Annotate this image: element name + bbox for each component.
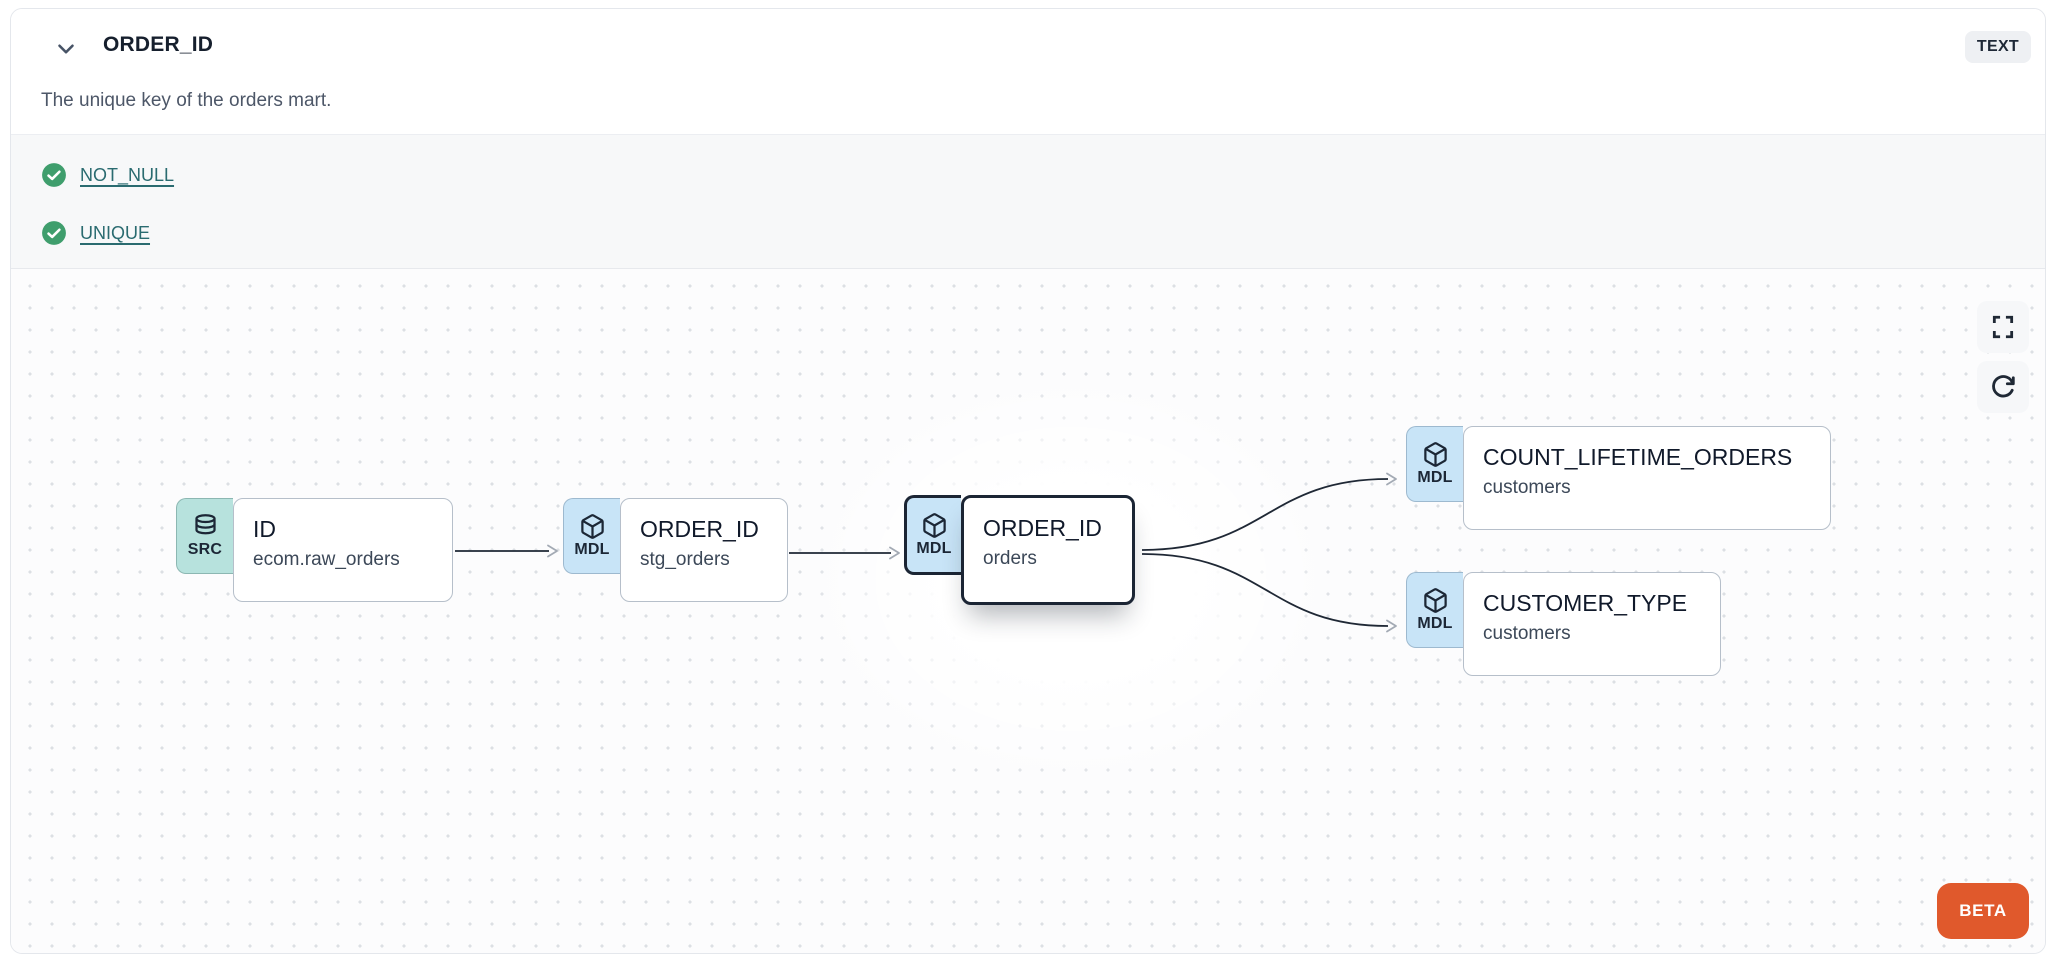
cube-icon	[580, 514, 604, 539]
test-row: NOT_NULL	[41, 160, 2045, 190]
collapse-chevron-down-icon[interactable]	[49, 32, 83, 66]
node-kind-badge: MDL	[904, 495, 961, 575]
fullscreen-icon	[1992, 315, 2014, 339]
node-subtitle: customers	[1483, 623, 1571, 644]
node-subtitle: orders	[983, 548, 1037, 569]
tests-section: NOT_NULL UNIQUE	[11, 134, 2045, 269]
beta-badge: BETA	[1937, 883, 2029, 939]
test-link-unique[interactable]: UNIQUE	[80, 222, 151, 243]
lineage-node-orders-selected[interactable]: MDL ORDER_ID orders	[904, 495, 1135, 605]
node-body: ID ecom.raw_orders	[233, 498, 453, 602]
edge-arrowhead	[1386, 472, 1397, 486]
node-body: CUSTOMER_TYPE customers	[1463, 572, 1721, 676]
node-body: COUNT_LIFETIME_ORDERS customers	[1463, 426, 1831, 530]
node-body: ORDER_ID orders	[961, 495, 1135, 605]
node-subtitle: stg_orders	[640, 549, 730, 570]
cube-icon	[1423, 588, 1447, 613]
canvas-controls	[1977, 301, 2029, 413]
check-circle-icon	[42, 221, 66, 245]
test-row: UNIQUE	[41, 218, 2045, 248]
lineage-node-stg-orders[interactable]: MDL ORDER_ID stg_orders	[563, 498, 788, 602]
node-title: ORDER_ID	[983, 515, 1102, 541]
fullscreen-button[interactable]	[1977, 301, 2029, 353]
edge	[1141, 553, 1389, 627]
edge-arrowhead	[1386, 619, 1397, 633]
test-link-not-null[interactable]: NOT_NULL	[80, 164, 175, 185]
column-details-card: ORDER_ID TEXT The unique key of the orde…	[10, 8, 2046, 954]
node-kind-label: SRC	[187, 541, 223, 558]
lineage-node-count-lifetime-orders[interactable]: MDL COUNT_LIFETIME_ORDERS customers	[1406, 426, 1831, 530]
node-subtitle: ecom.raw_orders	[253, 549, 400, 570]
column-header: ORDER_ID TEXT The unique key of the orde…	[11, 9, 2045, 134]
node-subtitle: customers	[1483, 477, 1571, 498]
node-kind-badge: MDL	[1406, 426, 1463, 502]
refresh-button[interactable]	[1977, 361, 2029, 413]
node-kind-label: MDL	[1417, 469, 1453, 486]
node-title: COUNT_LIFETIME_ORDERS	[1483, 444, 1793, 470]
refresh-icon	[1992, 375, 2015, 398]
node-body: ORDER_ID stg_orders	[620, 498, 788, 602]
check-circle-icon	[42, 163, 66, 187]
node-kind-label: MDL	[916, 540, 952, 557]
edge-arrowhead	[889, 546, 900, 560]
column-title: ORDER_ID	[103, 33, 214, 56]
node-title: ID	[253, 516, 276, 542]
cube-icon	[922, 513, 946, 538]
lineage-canvas[interactable]: SRC ID ecom.raw_orders MDL ORDER_ID stg_…	[11, 269, 2045, 953]
edge	[1141, 478, 1389, 551]
lineage-node-source-id[interactable]: SRC ID ecom.raw_orders	[176, 498, 453, 602]
edge-arrowhead	[547, 544, 558, 558]
node-kind-label: MDL	[1417, 615, 1453, 632]
node-kind-badge: MDL	[1406, 572, 1463, 648]
lineage-edges-layer	[455, 472, 1397, 633]
node-kind-badge: MDL	[563, 498, 620, 574]
column-description: The unique key of the orders mart.	[41, 90, 332, 111]
node-kind-label: MDL	[574, 541, 610, 558]
node-kind-badge: SRC	[176, 498, 233, 574]
node-title: ORDER_ID	[640, 516, 759, 542]
node-title: CUSTOMER_TYPE	[1483, 590, 1688, 616]
lineage-node-customer-type[interactable]: MDL CUSTOMER_TYPE customers	[1406, 572, 1721, 676]
database-icon	[194, 514, 216, 535]
column-type-badge: TEXT	[1964, 31, 2031, 63]
cube-icon	[1423, 442, 1447, 467]
